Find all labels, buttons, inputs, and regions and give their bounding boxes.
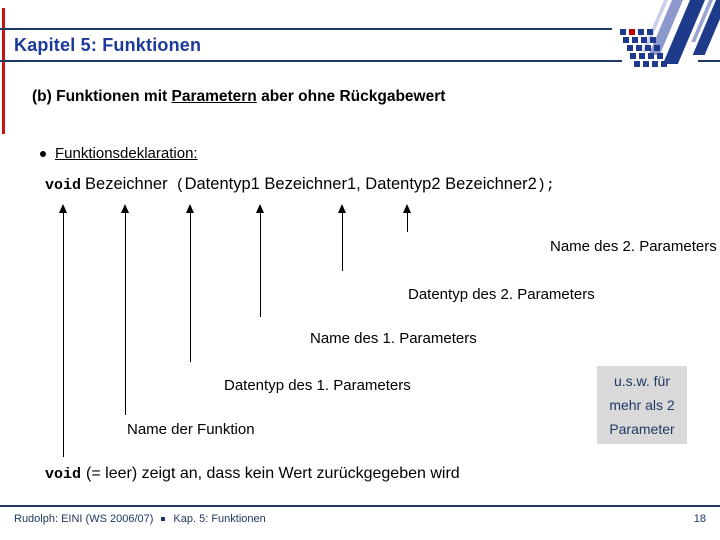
code-close-paren: ); [536,177,555,194]
arrow-stem [189,212,191,362]
bullet-item: Funktionsdeklaration: [40,145,198,162]
header-bottom-rule [0,60,622,62]
note-box-line: mehr als 2 [609,397,675,413]
callout-datentyp-param2: Datentyp des 2. Parameters [408,286,595,303]
void-keyword: void [45,466,82,483]
callout-datentyp-param1: Datentyp des 1. Parameters [224,377,411,394]
header-top-rule [0,28,612,30]
arrow-stem [259,212,261,317]
note-box: u.s.w. für mehr als 2 Parameter [597,366,687,444]
footer-author: Rudolph: EINI (WS 2006/07) [14,513,154,525]
arrow-up-icon [186,204,194,213]
arrow-stem [62,212,64,457]
arrow-up-icon [59,204,67,213]
logo-squares-icon [620,29,667,69]
arrow-stem [341,212,343,271]
note-box-line: Parameter [609,421,675,437]
slide-subtitle: (b) Funktionen mit Parametern aber ohne … [32,88,446,105]
header-bottom-rule-right [698,60,720,62]
callout-function-name: Name der Funktion [127,421,255,438]
footer-bullet-icon [161,516,166,521]
code-keyword: void [45,177,82,194]
arrow-up-icon [403,204,411,213]
red-accent-bar [2,8,5,134]
arrow-up-icon [338,204,346,213]
void-explanation-text: (= leer) zeigt an, dass kein Wert zurück… [86,465,460,482]
arrow-up-icon [256,204,264,213]
bullet-label: Funktionsdeklaration: [55,145,198,162]
code-open-paren: ( [175,177,185,194]
subtitle-underlined-word: Parametern [171,88,257,105]
footer: Rudolph: EINI (WS 2006/07) Kap. 5: Funkti… [14,513,266,525]
code-function-name: Bezeichner [85,175,168,193]
footer-rule [0,505,720,507]
arrow-up-icon [121,204,129,213]
void-explanation: void(= leer) zeigt an, dass kein Wert zu… [45,465,460,483]
page-number: 18 [693,513,706,525]
callout-name-param1: Name des 1. Parameters [310,330,477,347]
page-title: Kapitel 5: Funktionen [14,35,202,55]
code-parameters: Datentyp1 Bezeichner1, Datentyp2 Bezeich… [184,175,537,193]
arrow-stem [124,212,126,415]
footer-chapter: Kap. 5: Funktionen [173,513,266,525]
note-box-line: u.s.w. für [613,373,671,389]
arrow-stem [406,212,408,232]
callout-name-param2: Name des 2. Parameters [550,238,717,255]
bullet-icon [40,151,46,158]
